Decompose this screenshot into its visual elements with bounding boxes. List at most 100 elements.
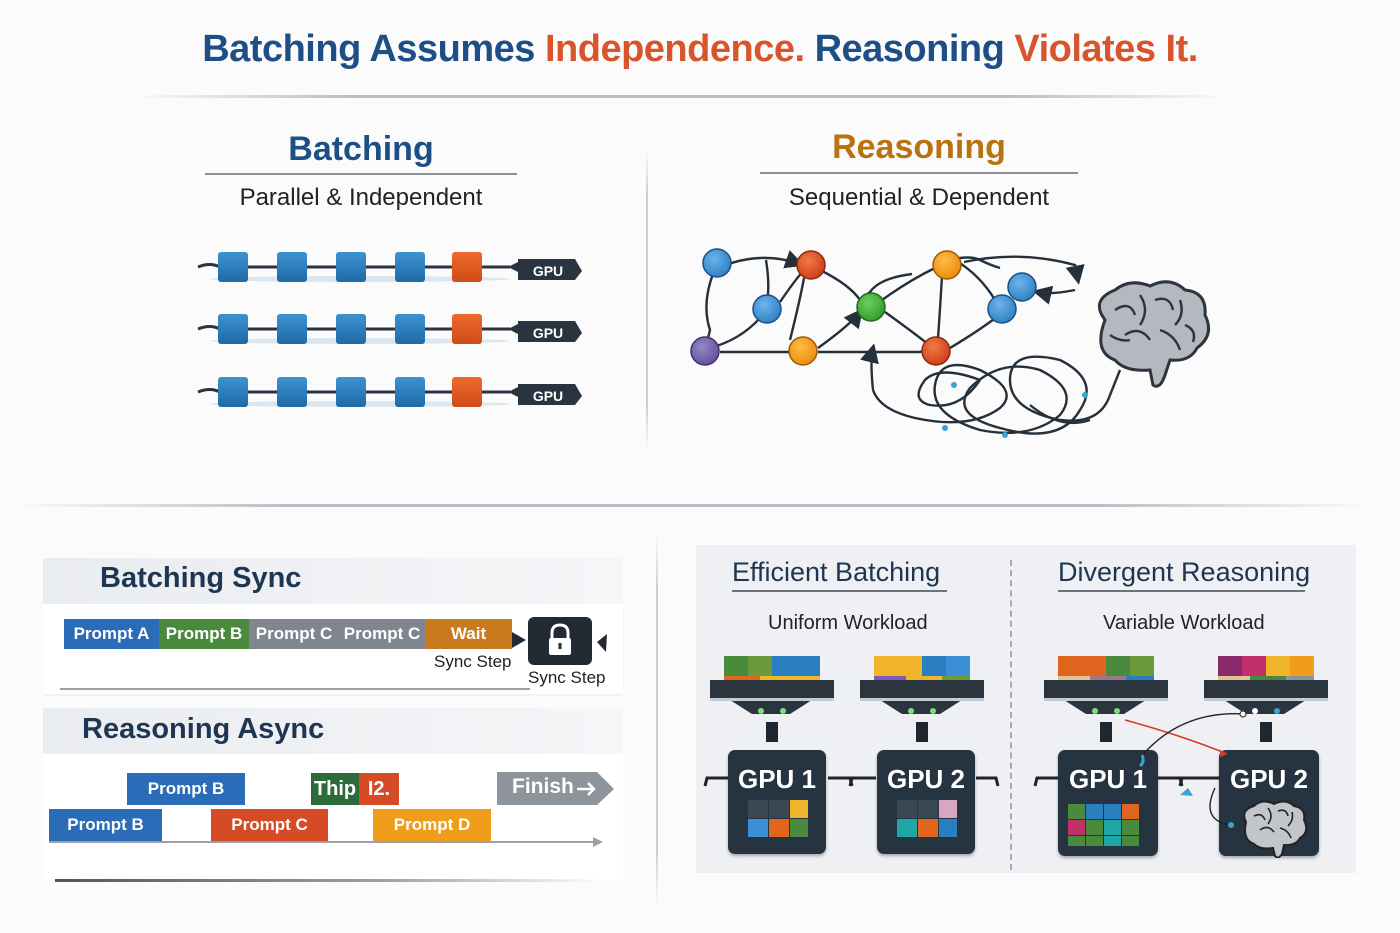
finish-arrow: [497, 772, 614, 805]
title-part-4: Violates It.: [1014, 28, 1198, 70]
sync-bar-prompt-c: Prompt C: [249, 619, 339, 649]
hopper-1: [710, 656, 834, 742]
batching-sync-baseline: [60, 688, 530, 690]
divergent-gpu-2-brain-icon: [1243, 800, 1308, 858]
node-blue: [987, 294, 1017, 324]
middle-divider: [12, 504, 1372, 507]
async-row1-i2: I2.: [359, 773, 399, 805]
node-blue: [752, 294, 782, 324]
title-divider: [130, 95, 1230, 98]
task-block-last: [452, 377, 482, 407]
task-block: [395, 314, 425, 344]
sync-bar-prompt-b: Prompt B: [159, 619, 249, 649]
divergent-gpu-1-label: GPU 1: [1068, 764, 1148, 794]
task-block: [277, 377, 307, 407]
efficient-gpu-2-label: GPU 2: [886, 764, 966, 794]
node-blue: [1007, 272, 1037, 302]
batching-sync-title: Batching Sync: [100, 562, 302, 594]
pipeline-row-2: GPU: [197, 314, 582, 344]
divergent-subtitle: Variable Workload: [1103, 612, 1265, 634]
pipeline-row-3: GPU: [197, 377, 582, 407]
async-baseline: [55, 879, 600, 882]
node-blue: [702, 248, 732, 278]
efficient-title: Efficient Batching: [732, 557, 941, 587]
divergent-connectors: [1033, 710, 1247, 828]
efficient-title-underline: [732, 590, 947, 592]
reasoning-subtitle: Sequential & Dependent: [788, 184, 1050, 211]
divergent-title-underline: [1058, 590, 1305, 592]
hopper-3: [1044, 656, 1168, 742]
efficient-gpu-1-grid: [748, 800, 808, 837]
task-block: [336, 314, 366, 344]
brain-icon: [1097, 280, 1211, 388]
async-row1-thip: Thip: [311, 773, 359, 805]
batching-subtitle: Parallel & Independent: [239, 184, 483, 211]
divergent-title: Divergent Reasoning: [1058, 557, 1311, 587]
bottom-vertical-divider: [656, 535, 658, 905]
node-purple: [690, 336, 720, 366]
gpu-chip-icon: [518, 321, 582, 342]
task-block: [277, 314, 307, 344]
sync-bar-prompt-a: Prompt A: [64, 619, 159, 649]
async-row2-prompt-d: Prompt D: [373, 809, 491, 841]
hopper-2: [860, 656, 984, 742]
efficient-gpu-1-label: GPU 1: [737, 764, 817, 794]
gpu-label: GPU: [533, 263, 563, 279]
node-red: [796, 250, 826, 280]
task-block: [395, 252, 425, 282]
task-block: [336, 377, 366, 407]
node-orange: [932, 250, 962, 280]
comparison-divider: [1010, 560, 1012, 870]
batching-title-underline: [205, 173, 517, 175]
gpu-chip-icon: [518, 259, 582, 280]
page-title: Batching Assumes Independence. Reasoning…: [0, 28, 1400, 71]
reasoning-title: Reasoning: [832, 128, 1006, 166]
efficient-connectors: [703, 776, 1000, 787]
batching-pipelines: GPU GPU GPU: [197, 252, 582, 407]
lock-icon: [512, 617, 607, 665]
efficient-hoppers: [710, 656, 984, 742]
title-part-2: Independence.: [544, 28, 805, 70]
sync-bar-wait: Wait: [425, 619, 512, 649]
hopper-4: [1204, 656, 1328, 742]
task-block-last: [452, 314, 482, 344]
efficient-gpu-2-grid: [897, 800, 957, 837]
node-green: [856, 292, 886, 322]
gpu-chip-icon: [518, 384, 582, 405]
divergent-gpu-1-grid: [1068, 804, 1139, 846]
reasoning-graph: [690, 248, 1211, 438]
lock-label: Sync Step: [528, 668, 606, 687]
pipeline-row-1: GPU: [197, 252, 582, 282]
task-block: [218, 252, 248, 282]
finish-label: Finish: [512, 775, 574, 798]
title-part-1: Batching Assumes: [202, 28, 545, 70]
node-orange: [788, 336, 818, 366]
graph-nodes: [690, 248, 1088, 438]
async-row1-prompt-b: Prompt B: [127, 773, 245, 805]
sync-step-label: Sync Step: [434, 652, 512, 671]
gpu-label: GPU: [533, 388, 563, 404]
sync-bar-prompt-c-2: Prompt C: [339, 619, 425, 649]
reasoning-title-underline: [760, 172, 1078, 174]
graph-edges: [703, 250, 1122, 435]
async-row2-prompt-c: Prompt C: [211, 809, 328, 841]
task-block: [277, 252, 307, 282]
title-part-3: Reasoning: [804, 28, 1015, 70]
async-timeline: [49, 837, 603, 847]
efficient-subtitle: Uniform Workload: [768, 612, 928, 634]
reasoning-async-header: [43, 708, 623, 754]
divergent-gpu-2-label: GPU 2: [1229, 764, 1309, 794]
task-block-last: [452, 252, 482, 282]
batching-sync-header: [43, 558, 623, 604]
node-red: [921, 336, 951, 366]
reasoning-async-title: Reasoning Async: [82, 713, 325, 745]
divergent-hoppers: [1044, 656, 1328, 742]
task-block: [336, 252, 366, 282]
task-block: [218, 314, 248, 344]
top-vertical-divider: [646, 150, 648, 450]
task-block: [395, 377, 425, 407]
batching-title: Batching: [288, 130, 434, 168]
task-block: [218, 377, 248, 407]
gpu-label: GPU: [533, 325, 563, 341]
async-row2-prompt-b: Prompt B: [49, 809, 162, 841]
